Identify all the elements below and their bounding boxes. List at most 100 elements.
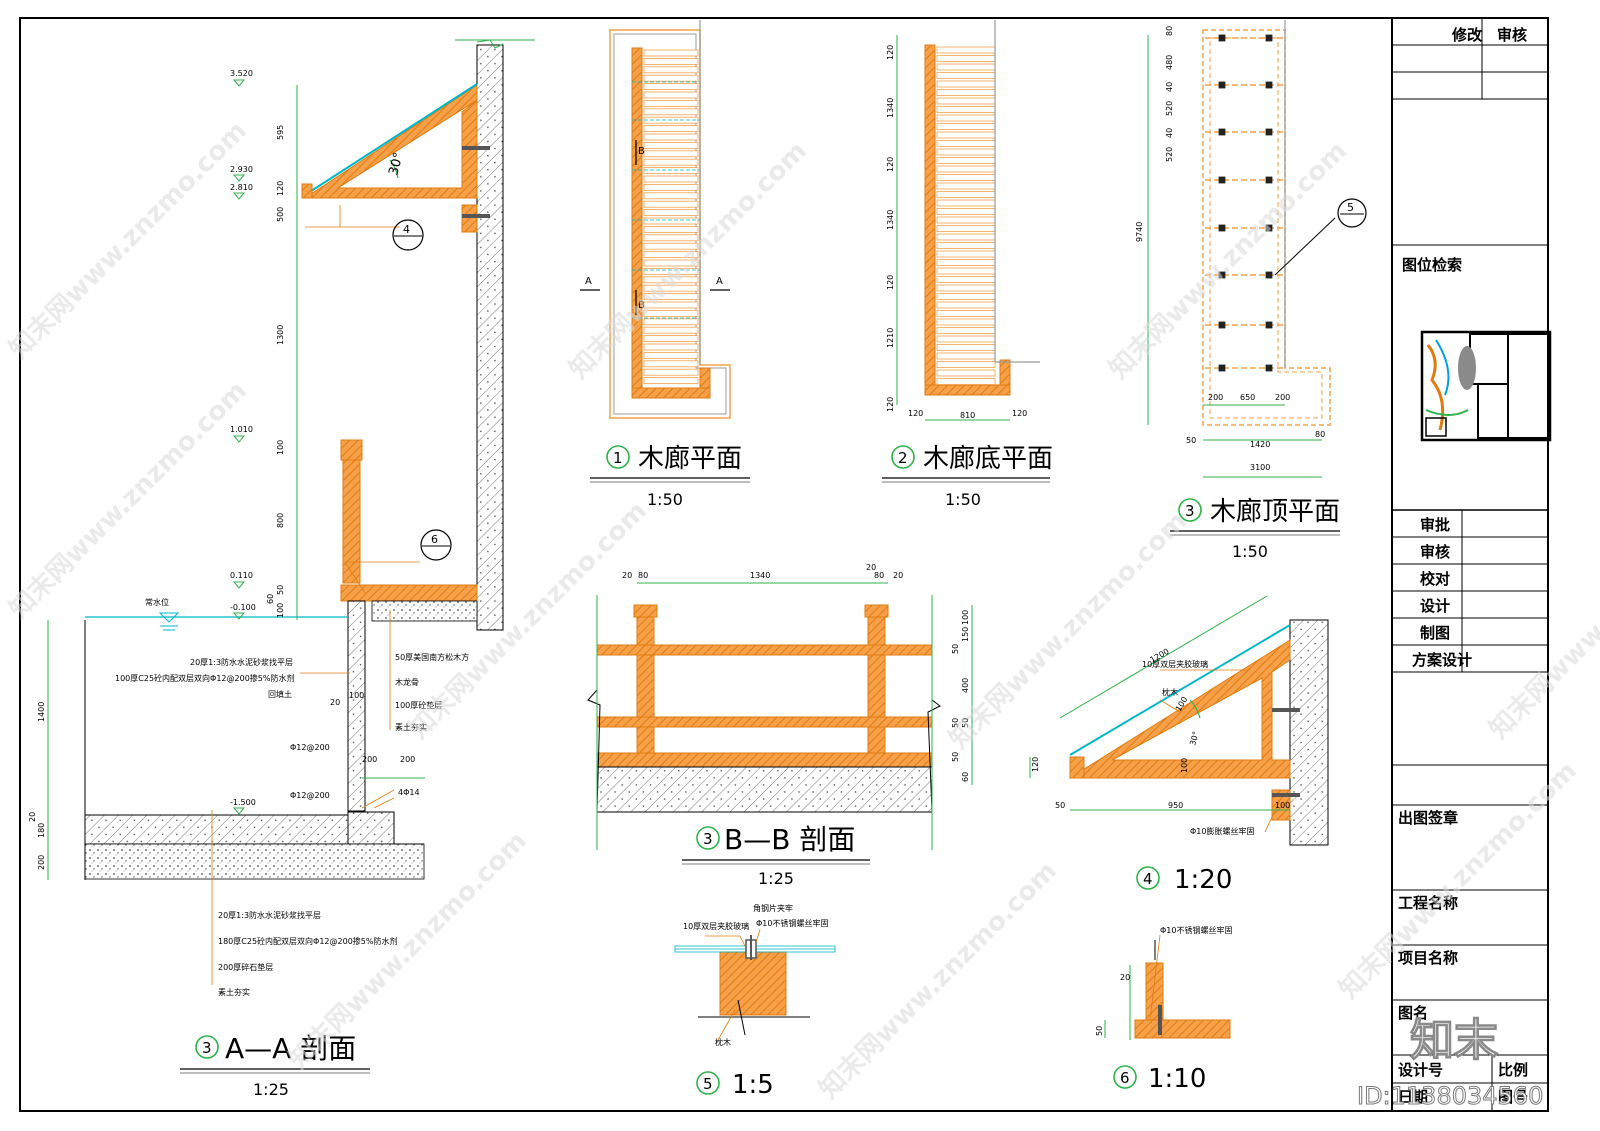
d6-title: 1:10 (1148, 1064, 1206, 1094)
top-callout-circle (1337, 198, 1367, 228)
joist-slat (936, 335, 996, 343)
plan-cut-a-left: A (585, 276, 592, 287)
dim-aa-l-0: 1400 (37, 702, 46, 722)
deck-slat (643, 133, 699, 141)
dim-bb-right-0: 100 (961, 610, 970, 625)
deck-slat (643, 141, 699, 149)
joist-slat (936, 284, 996, 292)
aa-wall-note-0: 20厚1:3防水水泥砂浆找平层 (190, 657, 293, 667)
rafter-post (1265, 364, 1273, 372)
aa-rebar-0: Φ12@200 (290, 743, 330, 752)
top-callout-number: 5 (1347, 201, 1354, 214)
joist-slat (936, 182, 996, 190)
deck-slat (643, 377, 699, 385)
watermark-10: 知末网www.znzmo.com (1484, 496, 1600, 745)
joist-slat (936, 199, 996, 207)
dim-d4-6: 950 (1168, 801, 1183, 810)
dim-bb-top-5: 20 (893, 571, 903, 580)
dim-d4-4: 120 (1031, 757, 1040, 772)
joist-slat (936, 293, 996, 300)
joist-slat (936, 97, 996, 105)
dim-bottom-left-2: 120 (886, 157, 895, 172)
bb-title-circle (696, 826, 720, 850)
deck-slat (643, 108, 699, 116)
detail-5-drawing (674, 929, 836, 1041)
d5-title: 1:5 (732, 1070, 774, 1100)
plan-cut-a-right: A (716, 276, 723, 287)
bottom-scale: 1:50 (945, 490, 981, 509)
dim-bottom-left-3: 1340 (886, 210, 895, 230)
bb-title: B—B 剖面 (724, 823, 855, 856)
deck-slat (643, 242, 699, 250)
elev-2930: 2.930 (230, 165, 253, 174)
dim-bottom-left-0: 120 (886, 45, 895, 60)
deck-slat (643, 360, 699, 368)
joist-slat (936, 267, 996, 275)
project-name-label: 工程名称 (1398, 894, 1458, 912)
dim-bb-top-1: 80 (638, 571, 648, 580)
joist-slat (936, 225, 996, 232)
aa-wall-note-2: 回填土 (268, 689, 292, 699)
elev-m1500: -1.500 (230, 798, 256, 807)
aa-floor-note-3: 素土夯实 (395, 722, 427, 732)
aa-floor-note-1: 木龙骨 (395, 677, 419, 687)
rafter-post (1218, 128, 1226, 136)
dim-top-left-6: 9740 (1135, 222, 1144, 242)
aa-floor-note-0: 50厚美国南方松木方 (395, 652, 469, 662)
deck-slat (643, 368, 699, 376)
deck-slat (643, 192, 699, 200)
issue-stamp-label: 出图签章 (1398, 809, 1458, 827)
joist-slat (936, 242, 996, 249)
aa-title: A—A 剖面 (225, 1032, 356, 1065)
rafter-post (1218, 321, 1226, 329)
bb-scale: 1:25 (758, 869, 794, 888)
watermark-9: 知末网www.znzmo.com (1334, 756, 1583, 1005)
joist-slat (936, 301, 996, 309)
d5-title-circle (696, 1071, 720, 1095)
elev-0110: 0.110 (230, 571, 253, 580)
dim-top-left-3: 520 (1165, 101, 1174, 116)
aa-notes: 20厚1:3防水水泥砂浆找平层 100厚C25砼内配双层双向Φ12@200掺5%… (115, 652, 469, 997)
aa-scale: 1:25 (253, 1080, 289, 1099)
joist-slat (936, 378, 996, 385)
d4-title: 1:20 (1174, 865, 1232, 895)
top-title-number: 3 (1185, 502, 1195, 520)
dim-aa-m-1: 100 (349, 691, 364, 700)
deck-slat (643, 318, 699, 326)
joist-slat (936, 344, 996, 351)
dim-aa-r-8: 100 (276, 603, 285, 618)
plan-drawing (580, 20, 731, 419)
dim-bb-top-0: 20 (622, 571, 632, 580)
dim-aa-r-3: 1300 (276, 325, 285, 345)
sign-row-review: 审核 (1420, 543, 1450, 561)
dim-aa-r-6: 50 (276, 585, 285, 595)
deck-slat (643, 74, 699, 82)
watermark-8: 知末网www.znzmo.com (1104, 136, 1353, 385)
aa-angle: 30° (386, 151, 406, 177)
dim-d4-7: 100 (1275, 801, 1290, 810)
scale-label: 比例 (1498, 1061, 1528, 1079)
plan-title: 木廊平面 (638, 444, 742, 474)
section-aa-drawing (47, 39, 535, 985)
deck-slat (643, 284, 699, 292)
rafter-post (1265, 81, 1273, 89)
dim-d4-3: 100 (1180, 758, 1189, 773)
d4-note-bolt: Φ10膨胀螺丝牢固 (1190, 826, 1254, 836)
rafter-post (1218, 271, 1226, 279)
dim-bb-top-4: 80 (874, 571, 884, 580)
deck-slat (643, 293, 699, 301)
rafter-post (1265, 128, 1273, 136)
aa-floor-note-2: 100厚砼垫层 (395, 700, 442, 710)
joist-slat (936, 208, 996, 215)
dim-aa-r-7: 60 (266, 594, 275, 604)
dim-aa-r-0: 595 (276, 125, 285, 140)
deck-slat (643, 335, 699, 343)
dim-top-left-2: 40 (1165, 82, 1174, 92)
d4-title-number: 4 (1143, 870, 1153, 888)
review-label: 审核 (1497, 26, 1527, 44)
dim-d6-0: 20 (1120, 973, 1130, 982)
dim-top-below-1: 650 (1240, 393, 1255, 402)
aa-callout-4-circle (392, 219, 424, 251)
deck-slat (643, 150, 699, 158)
joist-slat (936, 310, 996, 317)
